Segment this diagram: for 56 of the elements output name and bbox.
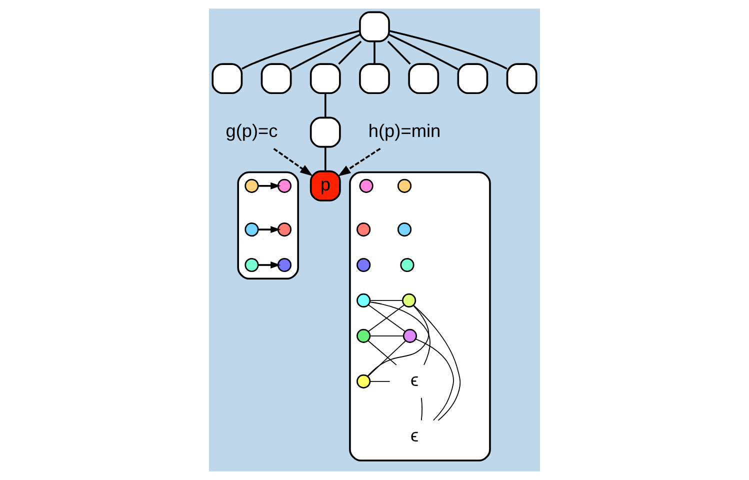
- cluster: [237, 171, 300, 280]
- node-text: ϵ: [410, 425, 419, 446]
- connector: [387, 40, 411, 65]
- node-text: ϵ: [410, 370, 419, 390]
- cluster: [349, 171, 491, 462]
- arrow: [258, 226, 281, 234]
- arrow: [338, 148, 381, 176]
- node-text: h(p)=min: [368, 120, 441, 141]
- connector: [370, 300, 404, 301]
- node-circle: [356, 222, 371, 237]
- connector: [370, 380, 390, 382]
- connector: [324, 147, 326, 172]
- node-circle: [359, 178, 374, 193]
- node-circle: [244, 222, 259, 237]
- connector: [412, 304, 461, 421]
- connector: [368, 340, 397, 366]
- connector: [242, 30, 360, 70]
- node-text: g(p)=c: [226, 120, 278, 141]
- node-circle: [356, 258, 371, 272]
- node-box: [506, 63, 538, 94]
- connector: [415, 338, 454, 421]
- node-box: [359, 63, 390, 94]
- node-circle: [356, 328, 371, 343]
- node-circle: [400, 258, 414, 272]
- connector: [420, 397, 422, 421]
- arrow: [258, 182, 281, 190]
- connector: [367, 340, 406, 377]
- node-circle: [356, 374, 371, 388]
- node-box: [310, 116, 341, 148]
- connector: [338, 40, 362, 65]
- connector: [367, 304, 430, 376]
- node-box: [310, 63, 341, 94]
- node-circle: [402, 293, 416, 308]
- connector: [290, 34, 360, 70]
- node-circle: [356, 293, 371, 308]
- node-circle: [402, 328, 418, 343]
- node-box: [260, 63, 292, 94]
- node-box: [359, 11, 390, 42]
- node-circle: [397, 222, 412, 237]
- node-box: [212, 63, 243, 94]
- node-circle: [397, 178, 412, 193]
- arrow: [258, 262, 281, 269]
- connector: [324, 93, 326, 118]
- node-circle: [277, 258, 292, 272]
- connector: [370, 335, 404, 336]
- node-box: [457, 63, 488, 94]
- node-circle: [277, 222, 292, 237]
- connector: [374, 41, 376, 64]
- connector: [369, 302, 430, 366]
- connector: [389, 30, 508, 70]
- node-circle: [277, 178, 292, 193]
- node-box: [408, 63, 440, 94]
- node-circle: [244, 178, 259, 193]
- arrow: [273, 148, 313, 176]
- connector: [388, 34, 458, 70]
- node-circle: [244, 258, 259, 272]
